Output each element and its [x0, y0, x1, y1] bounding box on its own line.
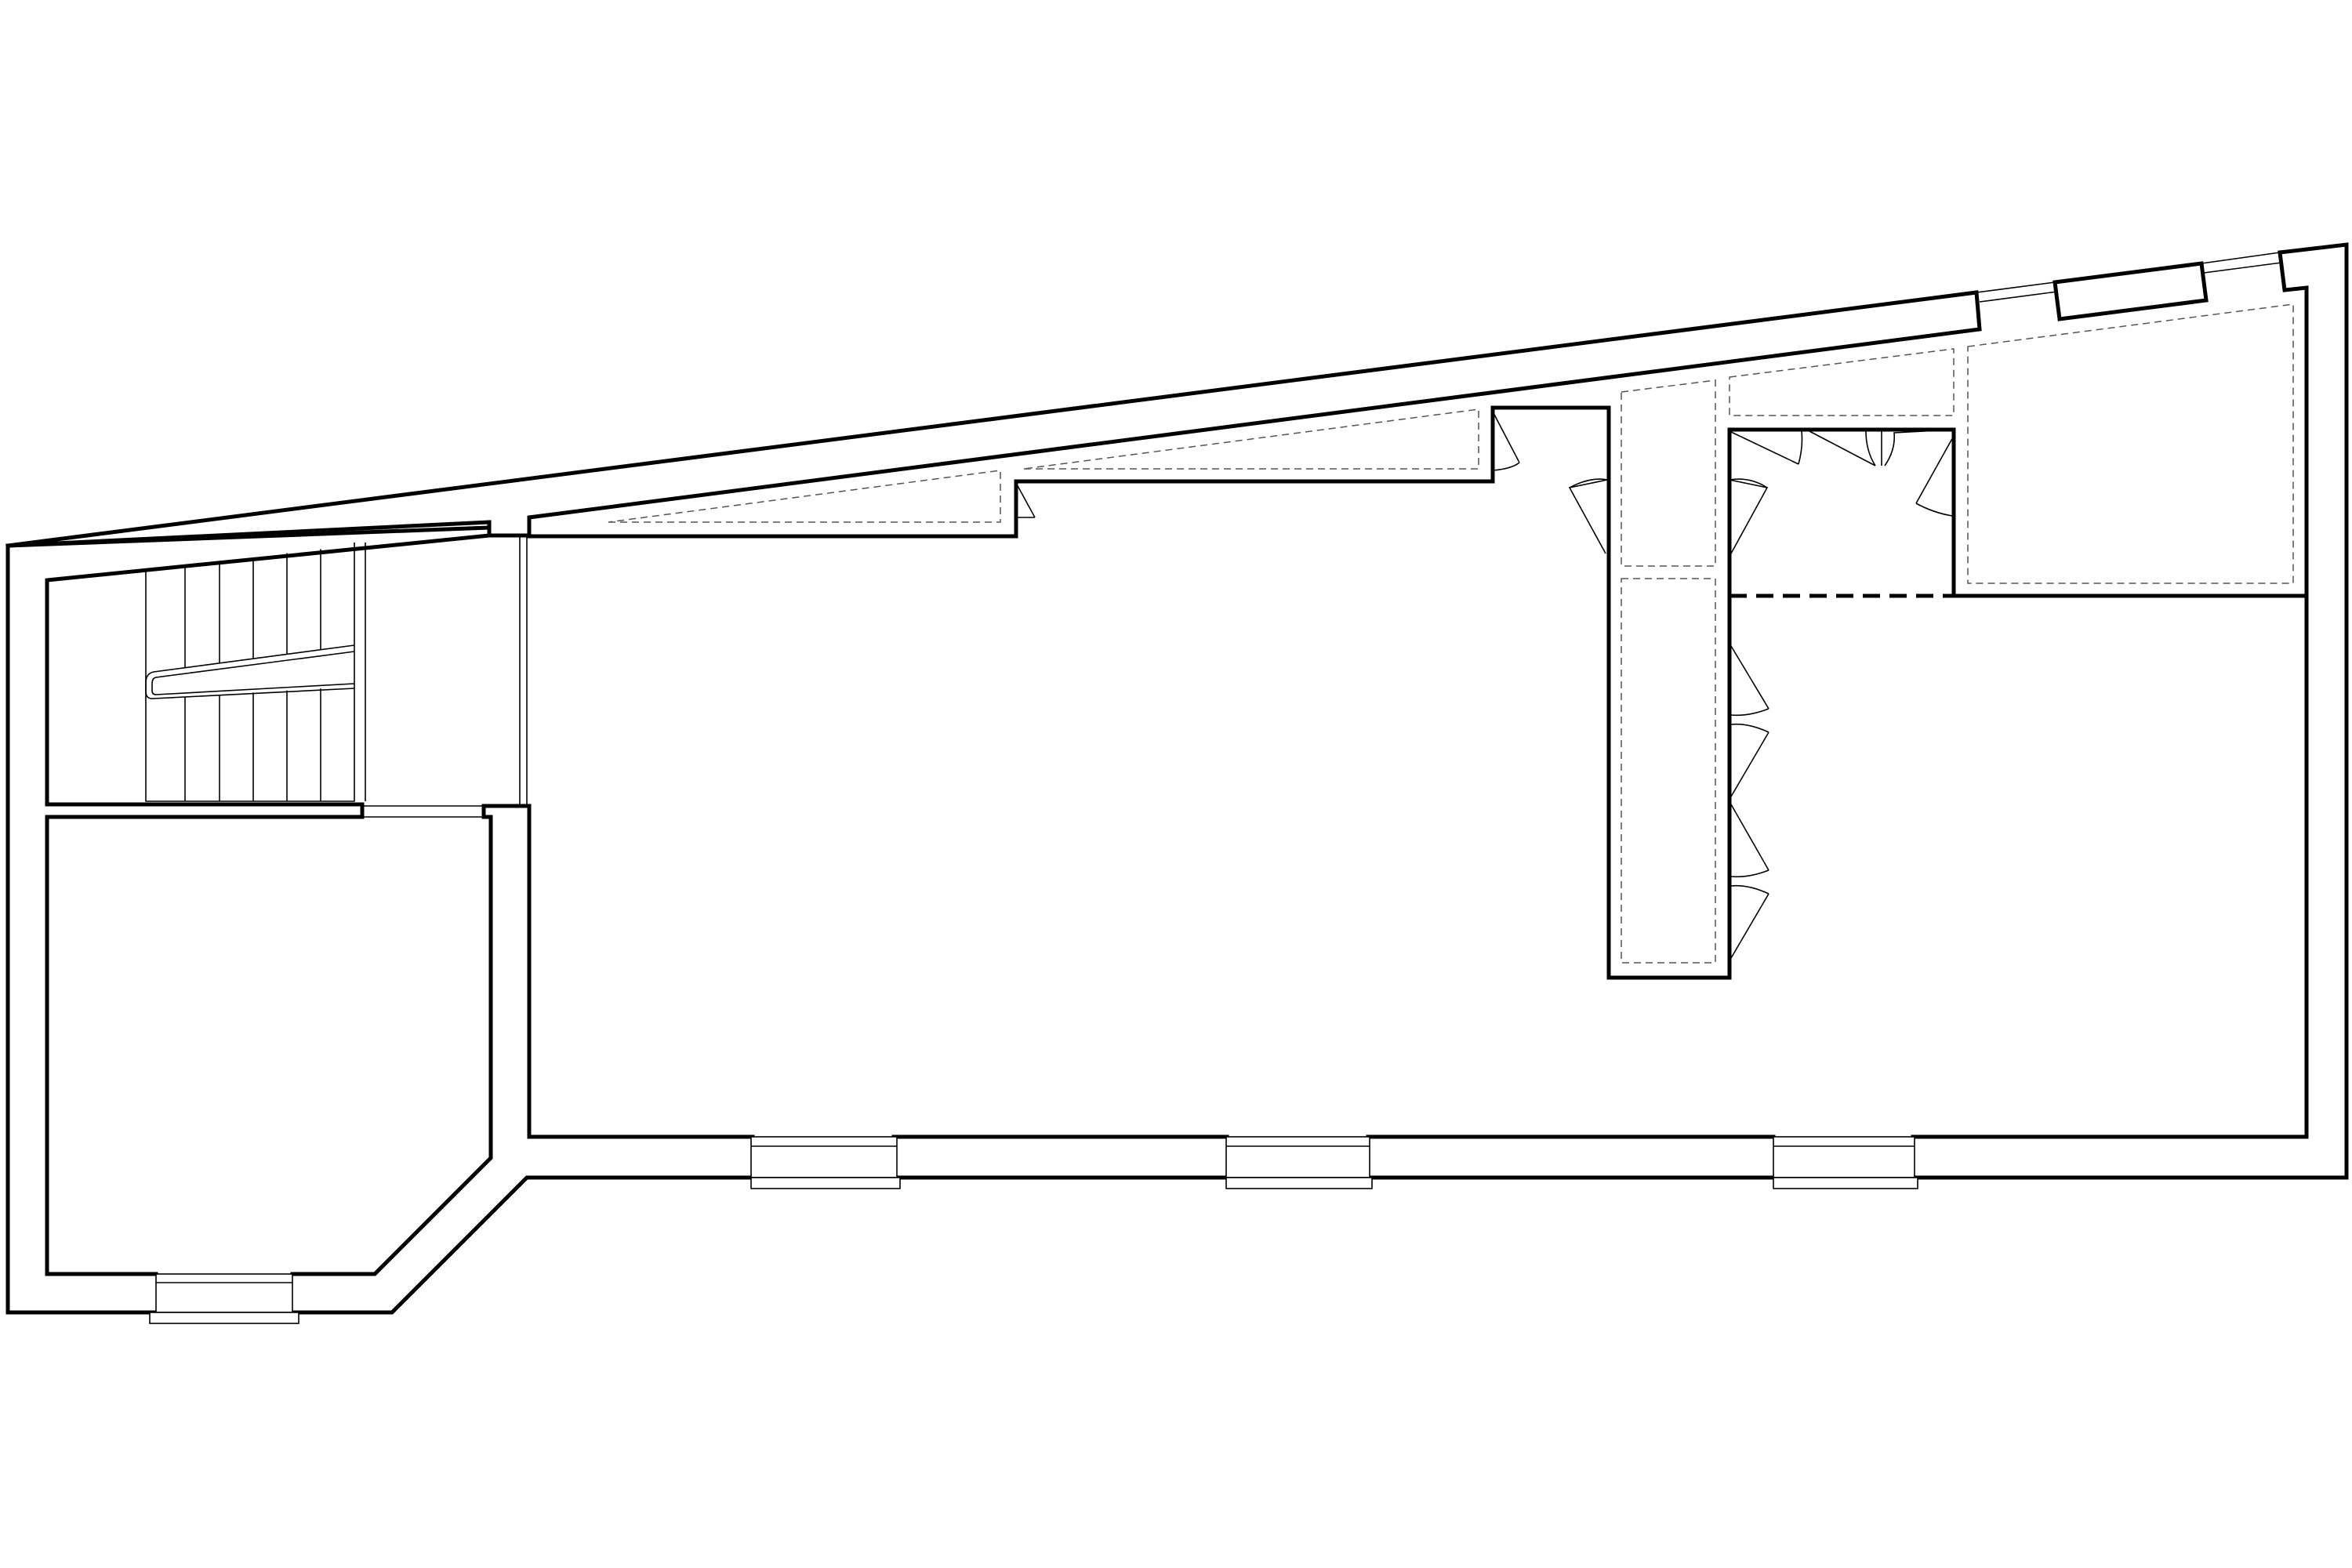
main-hall-walls [527, 405, 2306, 980]
west-block-interior [45, 533, 528, 1276]
door-swing [1809, 430, 1876, 466]
window-north-1 [1976, 281, 2058, 303]
stair-handrail [145, 644, 355, 699]
door-swing [1730, 645, 1769, 717]
door-swing [1730, 884, 1769, 959]
stair-handrail-inner [151, 651, 355, 695]
window-north-2 [2201, 252, 2282, 274]
staircase [145, 543, 366, 802]
doors [1015, 411, 1955, 959]
cabinet-top-strip [1729, 348, 1955, 416]
door-swing [1015, 482, 1036, 518]
door-swing [1729, 478, 1769, 554]
corner-room-fixture [1967, 303, 2294, 584]
window-south-1 [750, 1136, 901, 1189]
built-in-fixtures [608, 303, 2294, 964]
north-outer-wall [5, 290, 1982, 548]
window-south-2 [1225, 1136, 1373, 1189]
stair-room-wall [45, 533, 493, 1276]
cabinet-column-upper [1621, 379, 1716, 567]
exterior-walls [5, 242, 2349, 1315]
stair-treads-upper [184, 549, 321, 668]
window-west-block [149, 1273, 299, 1324]
door-swing [1915, 435, 1955, 517]
door-swing [1568, 478, 1608, 554]
door-swing [1729, 430, 1803, 465]
north-wall-pier [2053, 261, 2209, 321]
north-interior-wall [527, 405, 2306, 980]
door-swing [1730, 723, 1769, 797]
door-swing [1881, 429, 1955, 466]
window-south-3 [1773, 1136, 1918, 1189]
door-swing [1730, 804, 1769, 878]
north-cabinet-west [608, 470, 1001, 523]
windows [149, 252, 2282, 1324]
stair-outline [145, 543, 366, 802]
north-cabinet-east [1023, 408, 1479, 470]
cabinet-column-lower [1621, 578, 1716, 964]
stair-treads-lower [184, 688, 321, 801]
door-swing [1492, 411, 1520, 471]
west-outer-wall [5, 242, 2349, 1315]
